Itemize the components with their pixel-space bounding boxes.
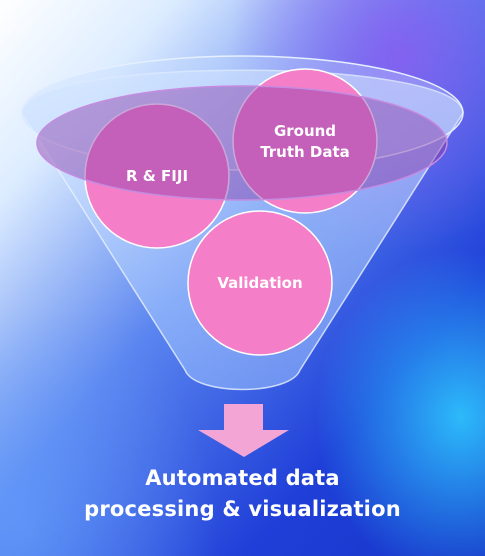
output-title-line-2: processing & visualization xyxy=(84,497,401,521)
circle-validation xyxy=(187,210,333,356)
label-validation-line: Validation xyxy=(217,274,302,292)
label-r-fiji-line: R & FIJI xyxy=(126,167,188,185)
down-arrow-icon xyxy=(198,404,289,457)
label-ground-truth-line: Ground xyxy=(274,122,336,140)
label-ground-truth-line: Truth Data xyxy=(260,143,350,161)
label-r-fiji: R & FIJI xyxy=(126,167,188,185)
funnel-rim-inner xyxy=(36,85,448,201)
circle-ground-truth xyxy=(232,68,378,214)
label-validation: Validation xyxy=(217,274,302,292)
circle-r-fiji xyxy=(84,103,230,249)
output-title-line-1: Automated data xyxy=(145,466,340,490)
